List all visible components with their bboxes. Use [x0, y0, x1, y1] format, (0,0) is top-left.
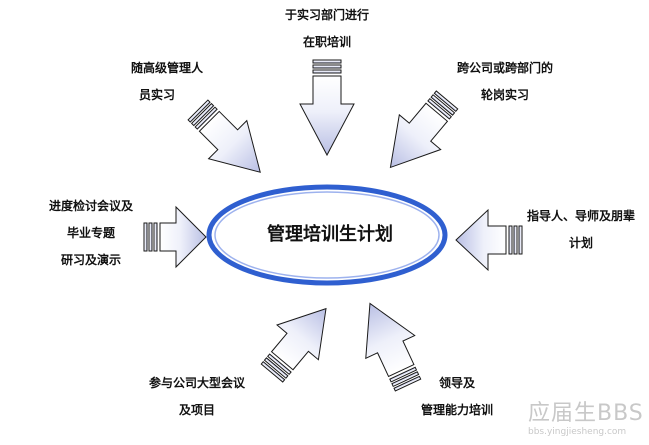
- label-bottom-right-line-1: 领导及: [438, 376, 475, 390]
- label-left-line-1: 进度检讨会议及: [48, 199, 133, 213]
- arrow-top: [299, 59, 355, 157]
- label-top-left: 随高级管理人 员实习: [131, 55, 241, 109]
- label-right-line-1: 指导人、导师及朋辈: [526, 209, 635, 223]
- label-top-right-line-2: 轮岗实习: [480, 88, 529, 102]
- arrow-left: [143, 205, 207, 269]
- arrow-bottom-right: [365, 302, 422, 392]
- label-bottom-left: 参与公司大型会议 及项目: [132, 370, 262, 424]
- label-bottom-left-line-2: 及项目: [178, 403, 215, 417]
- watermark-main: 应届生BBS: [528, 401, 644, 426]
- arrow-top-left: [187, 99, 261, 173]
- label-left-line-2: 毕业专题: [66, 226, 115, 240]
- label-top-line-2: 在职培训: [302, 35, 351, 49]
- label-top-line-1: 于实习部门进行: [284, 8, 369, 22]
- label-right-line-2: 计划: [568, 236, 593, 250]
- label-top-left-line-1: 随高级管理人: [131, 61, 204, 75]
- label-top: 于实习部门进行 在职培训: [262, 2, 392, 56]
- label-top-right-line-1: 跨公司或跨部门的: [456, 61, 553, 75]
- label-bottom-right: 领导及 管理能力培训: [402, 370, 512, 424]
- label-bottom-left-line-1: 参与公司大型会议: [148, 376, 245, 390]
- label-top-right: 跨公司或跨部门的 轮岗实习: [440, 55, 570, 109]
- watermark-url: bbs.yingjiesheng.com: [528, 427, 627, 437]
- center-ellipse: [206, 184, 448, 286]
- arrow-top-right: [389, 90, 459, 169]
- arrow-bottom-left: [260, 307, 327, 383]
- center-label: 管理培训生计划: [267, 224, 393, 245]
- label-left-line-3: 研习及演示: [60, 253, 121, 267]
- label-bottom-right-line-2: 管理能力培训: [420, 403, 493, 417]
- watermark: 应届生BBS bbs.yingjiesheng.com: [528, 402, 644, 438]
- label-right: 指导人、导师及朋辈 计划: [520, 203, 642, 257]
- label-top-left-line-2: 员实习: [139, 88, 176, 102]
- arrow-right: [455, 208, 523, 272]
- label-left: 进度检讨会议及 毕业专题 研习及演示: [36, 193, 146, 274]
